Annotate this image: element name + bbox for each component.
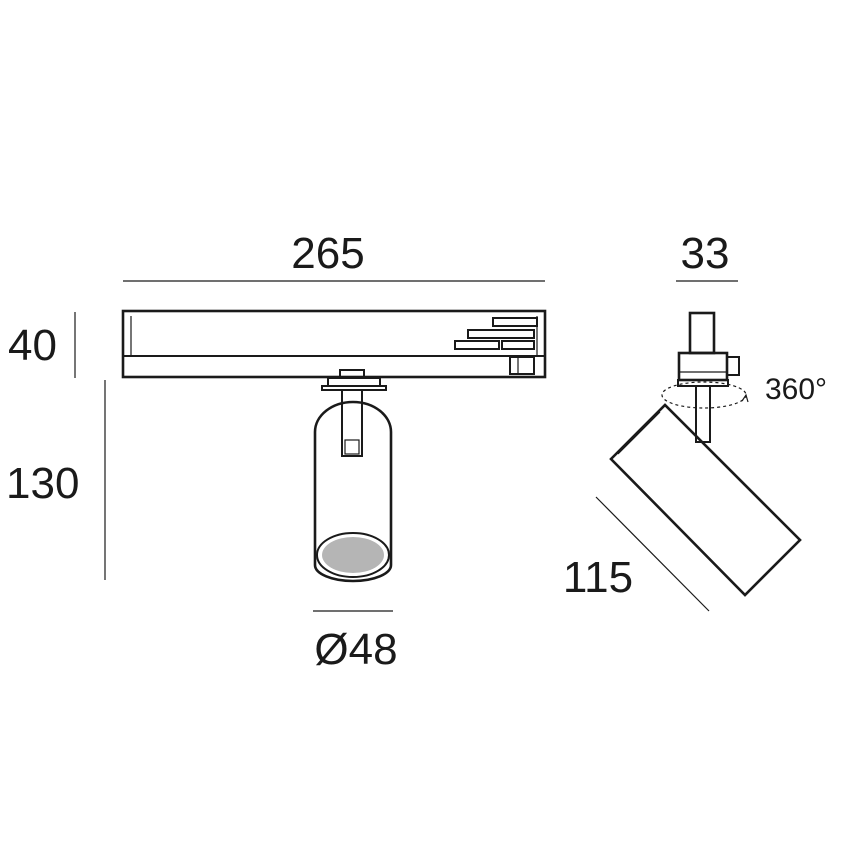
stem-neck [341, 389, 363, 457]
dimension-130: 130 [6, 380, 106, 580]
dimension-40: 40 [8, 312, 76, 378]
label-diameter: Ø48 [314, 625, 397, 674]
dimension-265: 265 [123, 229, 545, 282]
side-stem-neck [695, 385, 711, 443]
terminal-slot-2 [467, 329, 535, 339]
rotation-indicator: 360° [661, 373, 827, 409]
side-clip [509, 356, 535, 375]
label-115: 115 [563, 553, 633, 602]
side-adapter-top [688, 311, 716, 355]
side-stem [695, 385, 711, 443]
front-view: 265 40 130 [6, 229, 547, 674]
stem-flange [327, 377, 381, 387]
track-adapter-outline [121, 309, 547, 379]
dimension-diameter: Ø48 [313, 610, 398, 674]
spot-body-outline [313, 400, 393, 583]
side-spot-cap-line [664, 404, 681, 421]
terminal-slot-4 [501, 340, 535, 350]
spot-lens [322, 537, 384, 573]
stem [321, 369, 387, 457]
rotation-arrow-icon [741, 393, 749, 403]
dimension-line-115 [595, 496, 710, 612]
label-130: 130 [6, 459, 79, 508]
spot-body [313, 400, 393, 583]
label-rotation: 360° [765, 373, 827, 406]
label-40: 40 [8, 321, 57, 370]
side-view: 33 360° 115 [563, 229, 827, 612]
spot-lens-rim [316, 532, 390, 578]
terminal-slot-1 [492, 317, 538, 327]
side-adapter [677, 311, 740, 387]
label-265: 265 [291, 229, 364, 278]
label-33: 33 [681, 229, 730, 278]
track-adapter [121, 309, 547, 379]
dimension-33: 33 [676, 229, 738, 282]
side-spot-back-line [617, 411, 661, 455]
side-spot-body [609, 403, 802, 597]
stem-detail [344, 439, 360, 455]
terminal-slot-3 [454, 340, 500, 350]
side-adapter-body [677, 351, 729, 382]
side-spot-outline [609, 403, 802, 597]
dimension-115: 115 [563, 496, 710, 612]
side-adapter-clip [726, 356, 740, 376]
